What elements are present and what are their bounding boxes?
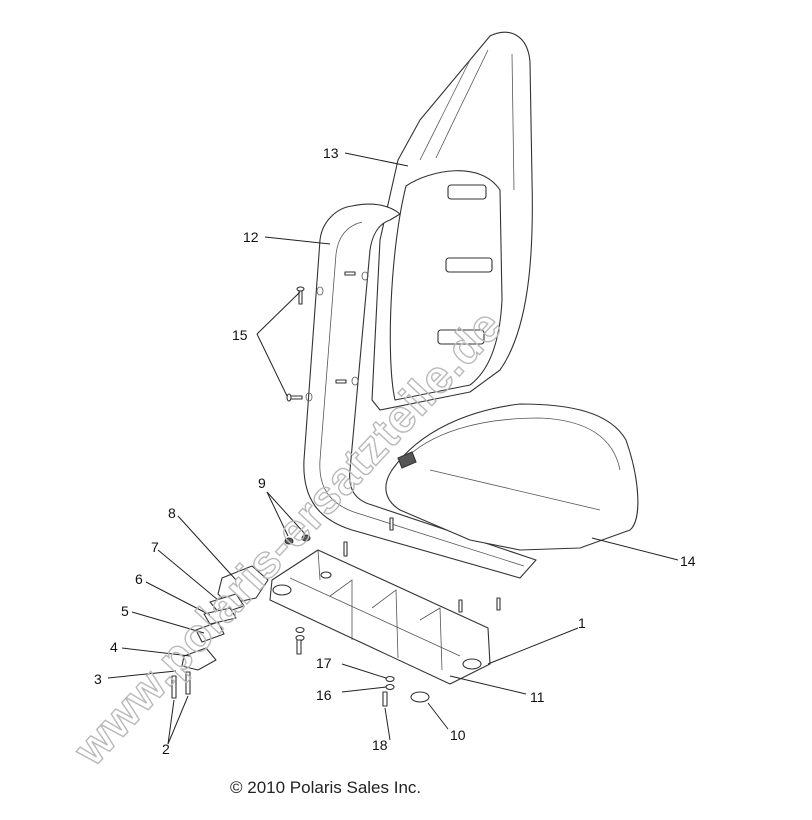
- callout-6: 6: [135, 571, 143, 587]
- callout-1: 1: [578, 615, 586, 631]
- spring-7: [209, 593, 245, 615]
- callout-16: 16: [316, 687, 332, 703]
- callout-7: 7: [151, 539, 159, 555]
- screw-frame-b: [335, 379, 347, 384]
- callout-13: 13: [323, 145, 339, 161]
- callout-15: 15: [232, 327, 248, 343]
- seat-back-cushion: [371, 31, 533, 411]
- callout-9: 9: [258, 475, 266, 491]
- bolt-16-17-18: [382, 675, 395, 707]
- bolt-plate-4: [496, 597, 501, 611]
- latch-assembly: [181, 565, 269, 671]
- bolt-plate-3: [458, 599, 463, 613]
- callout-4: 4: [110, 639, 118, 655]
- fasteners: [171, 271, 501, 707]
- bolt-plate-1: [343, 541, 348, 557]
- nut-9-a: [284, 537, 294, 545]
- callout-8: 8: [168, 505, 176, 521]
- callout-12: 12: [243, 229, 259, 245]
- bolt-lower-left: [295, 626, 305, 655]
- clip-6: [203, 607, 237, 625]
- seat-frame: [303, 203, 537, 579]
- callout-2: 2: [162, 741, 170, 757]
- callout-labels: 1 2 3 4 5 6 7 8 9 10 11 12 13 14 15 16 1…: [94, 145, 696, 757]
- bolt-plate-2: [389, 517, 394, 531]
- callout-14: 14: [680, 553, 696, 569]
- callout-5: 5: [121, 603, 129, 619]
- washer-10: [410, 691, 430, 703]
- bracket-5: [195, 621, 225, 643]
- callout-18: 18: [372, 737, 388, 753]
- housing-4: [181, 647, 217, 671]
- bolts-2: [171, 671, 191, 699]
- screw-frame-a: [344, 271, 356, 276]
- callout-17: 17: [316, 655, 332, 671]
- mounting-plate: [269, 549, 491, 685]
- screw-15-upper: [296, 286, 305, 305]
- screw-15-lower: [286, 393, 303, 402]
- leader-lines: [107, 152, 679, 745]
- callout-10: 10: [450, 727, 466, 743]
- latch-8: [217, 565, 269, 605]
- callout-11: 11: [530, 689, 545, 705]
- callout-3: 3: [94, 671, 102, 687]
- nut-9-b: [301, 534, 311, 542]
- seat-bottom-cushion: [385, 403, 639, 551]
- copyright-notice: © 2010 Polaris Sales Inc.: [230, 778, 421, 797]
